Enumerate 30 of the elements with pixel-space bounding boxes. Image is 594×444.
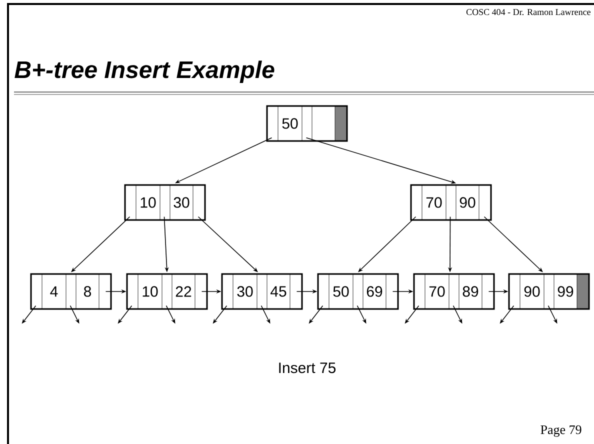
key-value: 89 [462, 286, 478, 297]
key-value: 50 [282, 118, 298, 129]
key-value: 90 [460, 197, 476, 208]
page-number: Page 79 [540, 425, 582, 437]
key-value: 10 [140, 197, 156, 208]
key-value: 30 [174, 197, 190, 208]
key-value: 30 [237, 286, 253, 297]
key-value: 22 [176, 286, 192, 297]
key-value: 10 [142, 286, 158, 297]
key-value: 70 [429, 286, 445, 297]
tree-node [221, 273, 303, 310]
slide-title: B+-tree Insert Example [14, 60, 274, 83]
key-value: 50 [333, 286, 349, 297]
key-value: 70 [426, 197, 442, 208]
tree-node [124, 184, 206, 221]
tree-node [413, 273, 495, 310]
tree-node [410, 184, 492, 221]
header-text: COSC 404 - Dr. Ramon Lawrence [466, 9, 590, 16]
key-value: 69 [366, 286, 382, 297]
tree-node [126, 273, 208, 310]
tree-node [266, 105, 348, 142]
tree-node [30, 273, 112, 310]
key-value: 8 [84, 286, 92, 297]
caption-text: Insert 75 [279, 362, 336, 374]
key-value: 90 [524, 286, 540, 297]
key-value: 4 [50, 286, 58, 297]
tree-node [317, 273, 399, 310]
key-value: 99 [558, 286, 574, 297]
key-value: 45 [270, 286, 286, 297]
tree-node [508, 273, 590, 310]
